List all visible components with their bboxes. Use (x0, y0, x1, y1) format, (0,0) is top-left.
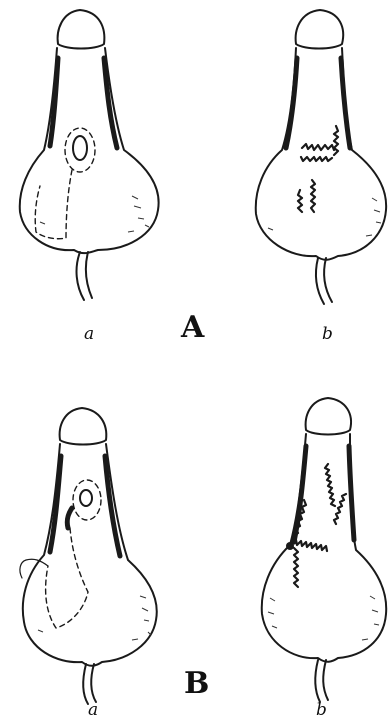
slit-B-a (67, 508, 72, 528)
label-panel-B: B (184, 666, 209, 701)
glans-B-b (306, 398, 351, 435)
cord-B-a (83, 664, 96, 704)
opening-A-a (73, 136, 87, 160)
suture-line-A-b (298, 126, 338, 212)
label-A-sub-b: b (322, 324, 333, 344)
label-B-sub-a: a (88, 700, 98, 720)
drawing-A-a (20, 10, 159, 300)
label-panel-A: A (181, 310, 204, 345)
shaft-shade-right-B-a (105, 456, 120, 556)
drawing-B-a (20, 408, 157, 704)
organ-outline-A-b (256, 48, 386, 260)
shaft-shade-left-A-b (286, 58, 297, 148)
shaft-shade-right-B-b (349, 446, 354, 540)
scrotum-shade-B-a (38, 596, 151, 640)
incision-dashed-A-a (35, 170, 72, 239)
glans-A-a (58, 10, 105, 49)
opening-ring-A-a (65, 128, 95, 172)
cord-A-b (316, 258, 332, 304)
label-A-sub-a: a (84, 324, 94, 344)
drawing-A-b (256, 10, 386, 304)
drawing-B-b (262, 398, 386, 702)
scrotum-shade-A-a (40, 196, 149, 232)
cord-A-a (77, 252, 92, 300)
shaft-shade-right-A-b (341, 58, 350, 148)
shaft-shade-right-A-a (104, 58, 117, 148)
organ-outline-B-a (23, 444, 157, 666)
opening-ring-B-a (73, 480, 101, 520)
label-B-sub-b: b (316, 700, 327, 720)
scrotum-shade-B-b (268, 596, 379, 640)
glans-B-a (60, 408, 107, 445)
cord-B-b (315, 660, 328, 702)
opening-B-a (80, 490, 92, 506)
shaft-shade-left-B-a (50, 456, 61, 552)
scrotum-shade-A-b (268, 198, 381, 236)
suture-stem-B-b (294, 548, 298, 587)
suture-knot-B-b (286, 542, 294, 550)
suture-stem-A-b (311, 180, 315, 212)
glans-A-b (296, 10, 344, 49)
